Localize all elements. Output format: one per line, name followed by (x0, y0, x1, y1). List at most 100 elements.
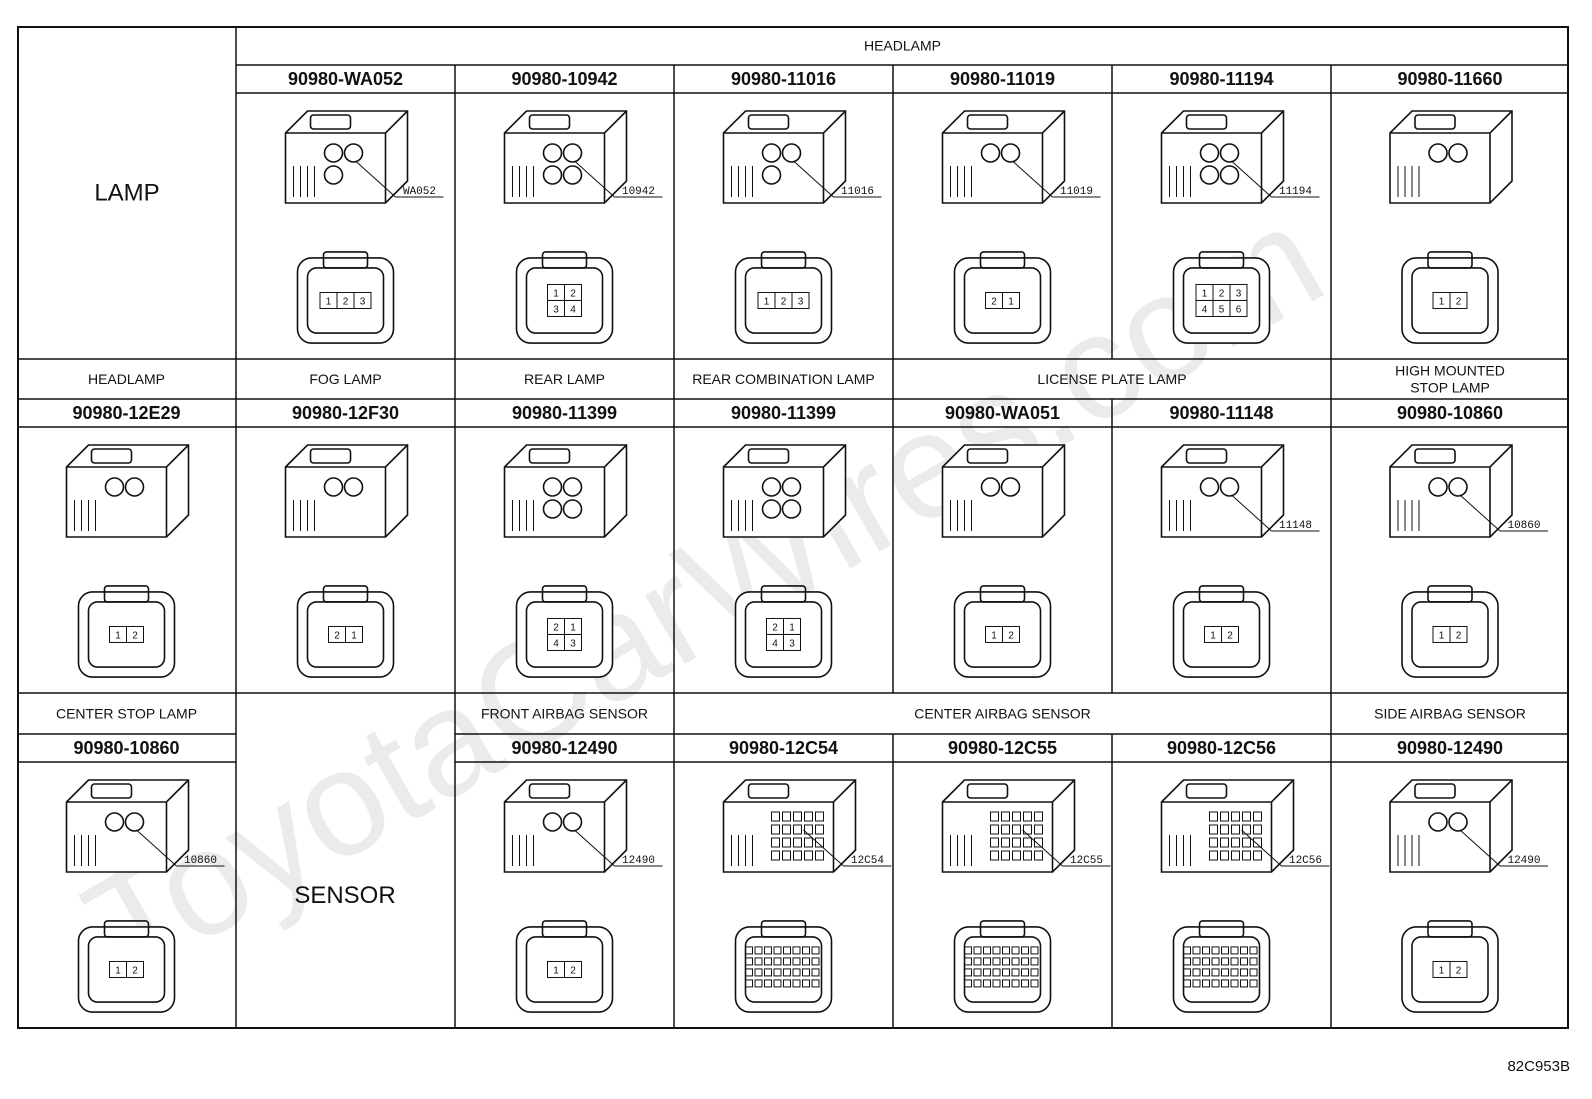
terminal-cavity (802, 946, 810, 955)
cavity (1253, 811, 1262, 822)
cavity (1034, 824, 1043, 835)
callout-leader (1012, 160, 1053, 198)
pin-number: 3 (553, 304, 559, 315)
cavity (1448, 812, 1468, 832)
terminal-cavity (1221, 957, 1229, 966)
terminal-cavity (992, 957, 1001, 966)
cavity (1012, 824, 1021, 835)
latch (309, 114, 352, 130)
cavity (804, 837, 813, 848)
pin-number: 2 (1227, 630, 1233, 641)
connector-isometric (503, 444, 628, 538)
terminal-cavity (792, 957, 801, 966)
pin-number: 1 (553, 965, 559, 976)
group-title: HEADLAMP (88, 371, 165, 387)
front-lock (1198, 585, 1245, 603)
cavity (793, 811, 802, 822)
cavity (1231, 850, 1240, 861)
cavity (323, 143, 344, 163)
terminal-cavity (791, 291, 810, 309)
front-lock (103, 585, 150, 603)
callout-leader (1231, 494, 1272, 532)
group-title: FRONT AIRBAG SENSOR (481, 706, 648, 722)
connector-edge (942, 444, 1066, 537)
terminal-cavity (1249, 968, 1258, 977)
connector-isometric (1389, 444, 1513, 538)
connector-isometric (503, 779, 628, 873)
terminal-cavity (564, 960, 582, 978)
terminal-cavity (811, 979, 820, 988)
cavity (1242, 811, 1251, 822)
connector-body (941, 444, 1066, 538)
connector-isometric (65, 779, 190, 873)
section-label: LAMP (94, 180, 159, 207)
cavity (1220, 811, 1229, 822)
connector-edge (1161, 110, 1285, 203)
front-lock (1198, 920, 1245, 938)
pin-number: 2 (553, 622, 559, 633)
cavity (562, 812, 583, 832)
cavity (1220, 824, 1229, 835)
cavity (124, 477, 145, 497)
terminal-cavity (754, 979, 763, 988)
cavity (323, 165, 344, 185)
pin-number: 4 (772, 638, 778, 649)
cavity (1209, 811, 1218, 822)
cavity (124, 812, 145, 832)
terminal-cavity (1240, 979, 1248, 988)
terminal-cavity (783, 957, 791, 966)
terminal-cavity (754, 957, 763, 966)
part-number: 90980-12490 (511, 738, 617, 758)
cavity (1231, 837, 1240, 848)
cavity (562, 165, 583, 185)
part-number: 90980-12C54 (729, 738, 838, 758)
part-number: 90980-10860 (73, 738, 179, 758)
latch (747, 783, 790, 799)
terminal-cavity (1230, 946, 1239, 955)
cavity (1199, 143, 1220, 163)
cavity (1001, 811, 1010, 822)
group-title: REAR LAMP (524, 371, 605, 387)
terminal-cavity (1230, 968, 1239, 977)
cavity (542, 143, 563, 163)
cavity (104, 812, 125, 832)
latch (1185, 448, 1228, 464)
terminal-cavity (773, 957, 782, 966)
front-lock (541, 920, 588, 938)
cavity (782, 824, 791, 835)
connector-isometric (941, 444, 1066, 538)
connector-edge (1390, 110, 1513, 203)
terminal-cavity (1002, 291, 1020, 309)
latch (1414, 114, 1456, 130)
terminal-cavity (764, 957, 772, 966)
latch (747, 114, 790, 130)
pin-number: 6 (1236, 304, 1242, 315)
cavity (1012, 837, 1021, 848)
pin-number: 3 (789, 638, 795, 649)
pin-number: 1 (1008, 296, 1014, 307)
terminal-cavity (983, 946, 991, 955)
connector-isometric (284, 444, 409, 538)
latch (1414, 448, 1456, 464)
terminal-cavity (564, 299, 582, 317)
cavity (990, 837, 999, 848)
terminal-cavity (1192, 957, 1201, 966)
cavity (1219, 165, 1240, 185)
cavity (1023, 837, 1032, 848)
callout-leader (1241, 829, 1282, 867)
connector-edge (504, 110, 628, 203)
connector-isometric (941, 779, 1076, 873)
cavity (562, 143, 583, 163)
terminal-cavity (764, 946, 772, 955)
terminal-cavity (1183, 957, 1191, 966)
section-label: SENSOR (294, 882, 395, 909)
cavity (1209, 824, 1218, 835)
connector-isometric (722, 110, 847, 204)
terminal-cavity (783, 979, 791, 988)
